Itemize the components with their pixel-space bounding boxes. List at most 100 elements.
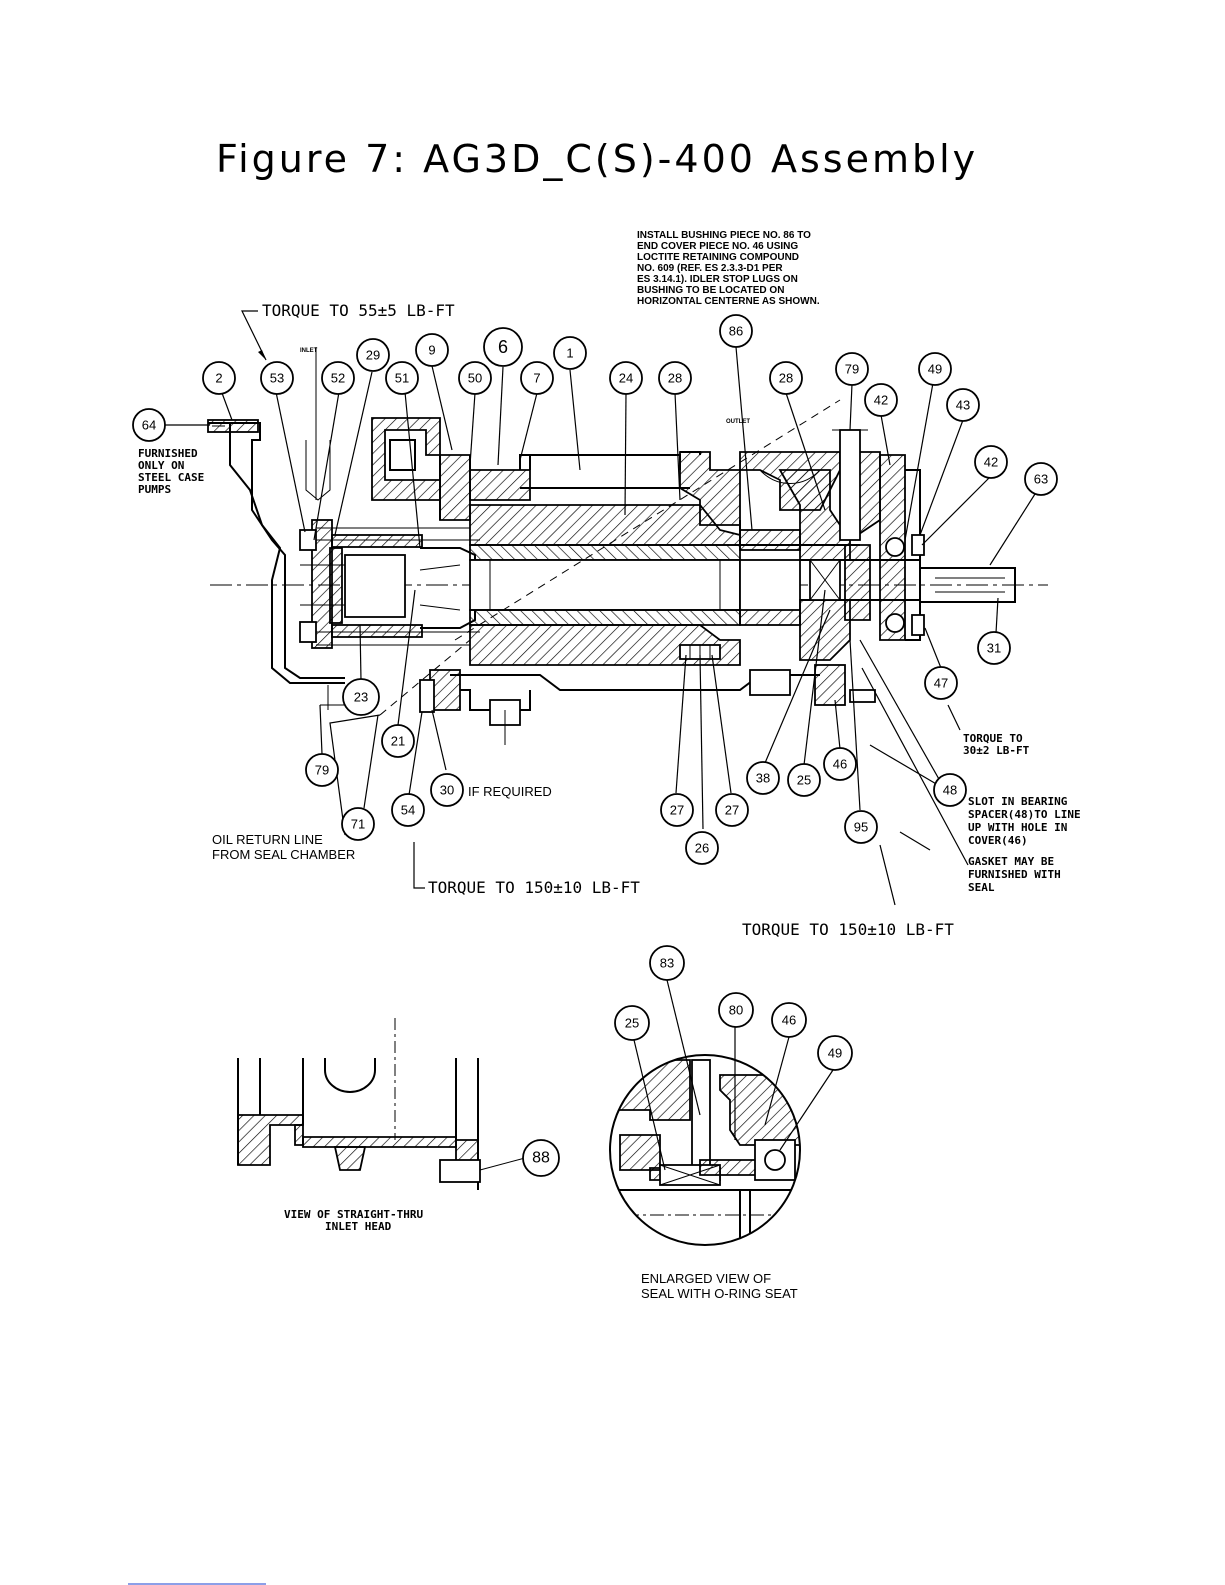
svg-text:46: 46 xyxy=(782,1013,796,1028)
balloon-50: 50 xyxy=(458,361,492,395)
svg-text:48: 48 xyxy=(943,783,957,798)
svg-text:38: 38 xyxy=(756,771,770,786)
balloon-64: 64 xyxy=(132,408,166,442)
svg-text:53: 53 xyxy=(270,371,284,386)
install-note-line-7: HORIZONTAL CENTERNE AS SHOWN. xyxy=(637,296,820,307)
balloon-79b: 79 xyxy=(305,753,339,787)
balloon-51: 51 xyxy=(385,361,419,395)
svg-text:25: 25 xyxy=(625,1016,639,1031)
slot-note: SLOT IN BEARING SPACER(48)TO LINE UP WIT… xyxy=(968,795,1087,847)
svg-text:42: 42 xyxy=(984,455,998,470)
svg-text:29: 29 xyxy=(366,348,380,363)
svg-text:23: 23 xyxy=(354,690,368,705)
svg-text:28: 28 xyxy=(779,371,793,386)
svg-text:50: 50 xyxy=(468,371,482,386)
balloon-42a: 42 xyxy=(864,383,898,417)
balloon-6: 6 xyxy=(483,327,523,367)
svg-text:7: 7 xyxy=(533,371,540,386)
torque-bottom-right-note: TORQUE TO 150±10 LB-FT xyxy=(742,920,954,939)
balloon-63: 63 xyxy=(1024,462,1058,496)
svg-text:51: 51 xyxy=(395,371,409,386)
svg-text:49: 49 xyxy=(828,1046,842,1061)
balloon-80: 80 xyxy=(718,992,754,1028)
balloon-27a: 27 xyxy=(660,793,694,827)
svg-text:86: 86 xyxy=(729,324,743,339)
svg-text:71: 71 xyxy=(351,817,365,832)
balloon-30: 30 xyxy=(430,773,464,807)
torque-right-note: TORQUE TO 30±2 LB-FT xyxy=(963,732,1030,757)
balloon-29: 29 xyxy=(356,338,390,372)
svg-text:1: 1 xyxy=(566,346,573,361)
svg-text:88: 88 xyxy=(532,1150,550,1167)
svg-text:46: 46 xyxy=(833,757,847,772)
balloon-46-seal: 46 xyxy=(771,1002,807,1038)
svg-text:52: 52 xyxy=(331,371,345,386)
balloon-49-seal: 49 xyxy=(817,1035,853,1071)
leader-lines xyxy=(163,346,1036,906)
balloon-83: 83 xyxy=(649,945,685,981)
inlet-view-caption: VIEW OF STRAIGHT-THRU INLET HEAD xyxy=(284,1208,430,1233)
balloon-42b: 42 xyxy=(974,445,1008,479)
svg-text:21: 21 xyxy=(391,734,405,749)
if-required-note: IF REQUIRED xyxy=(468,784,552,799)
svg-text:42: 42 xyxy=(874,393,888,408)
balloon-31: 31 xyxy=(977,631,1011,665)
balloon-28b: 28 xyxy=(769,361,803,395)
svg-text:79: 79 xyxy=(845,362,859,377)
svg-text:9: 9 xyxy=(428,343,435,358)
svg-text:27: 27 xyxy=(670,803,684,818)
svg-text:25: 25 xyxy=(797,773,811,788)
balloon-9: 9 xyxy=(415,333,449,367)
install-note-line-2: END COVER PIECE NO. 46 USING xyxy=(637,241,798,252)
svg-text:95: 95 xyxy=(854,820,868,835)
svg-text:64: 64 xyxy=(142,418,156,433)
svg-text:63: 63 xyxy=(1034,472,1048,487)
svg-text:79: 79 xyxy=(315,763,329,778)
svg-text:43: 43 xyxy=(956,398,970,413)
svg-text:80: 80 xyxy=(729,1003,743,1018)
balloon-53: 53 xyxy=(260,361,294,395)
balloon-25-seal: 25 xyxy=(614,1005,650,1041)
callout-balloons: 64 2 53 52 29 51 9 50 6 7 1 24 28 86 28 … xyxy=(132,314,1058,865)
balloon-88: 88 xyxy=(522,1139,560,1177)
balloon-43: 43 xyxy=(946,388,980,422)
balloon-46: 46 xyxy=(823,747,857,781)
figure-title: Figure 7: AG3D_C(S)-400 Assembly xyxy=(216,137,978,181)
svg-text:2: 2 xyxy=(215,371,222,386)
install-note-line-1: INSTALL BUSHING PIECE NO. 86 TO xyxy=(637,230,811,241)
install-note-line-5: ES 3.14.1). IDLER STOP LUGS ON xyxy=(637,274,798,285)
seal-enlarged-view: 83 25 80 46 49 xyxy=(609,945,853,1246)
install-note-line-6: BUSHING TO BE LOCATED ON xyxy=(637,285,784,296)
install-note-line-3: LOCTITE RETAINING COMPOUND xyxy=(637,252,799,263)
balloon-1: 1 xyxy=(553,336,587,370)
balloon-54: 54 xyxy=(391,793,425,827)
furnished-note: FURNISHED ONLY ON STEEL CASE PUMPS xyxy=(138,447,211,496)
svg-text:6: 6 xyxy=(498,337,508,357)
svg-text:83: 83 xyxy=(660,956,674,971)
balloon-26: 26 xyxy=(685,831,719,865)
main-assembly xyxy=(207,347,1048,745)
balloon-25: 25 xyxy=(787,763,821,797)
balloon-28a: 28 xyxy=(658,361,692,395)
balloon-21: 21 xyxy=(381,724,415,758)
install-bushing-note: INSTALL BUSHING PIECE NO. 86 TO END COVE… xyxy=(637,230,820,307)
balloon-27b: 27 xyxy=(715,793,749,827)
balloon-52: 52 xyxy=(321,361,355,395)
balloon-86: 86 xyxy=(719,314,753,348)
torque-bottom-left-note: TORQUE TO 150±10 LB-FT xyxy=(428,878,640,897)
svg-text:27: 27 xyxy=(725,803,739,818)
balloon-48: 48 xyxy=(933,773,967,807)
svg-text:49: 49 xyxy=(928,362,942,377)
svg-text:24: 24 xyxy=(619,371,633,386)
svg-text:47: 47 xyxy=(934,676,948,691)
torque-top-note: TORQUE TO 55±5 LB-FT xyxy=(262,301,455,320)
svg-text:28: 28 xyxy=(668,371,682,386)
balloon-7: 7 xyxy=(520,361,554,395)
oil-return-note: OIL RETURN LINE FROM SEAL CHAMBER xyxy=(212,832,355,862)
outlet-label: OUTLET xyxy=(726,419,750,425)
svg-text:30: 30 xyxy=(440,783,454,798)
balloon-47: 47 xyxy=(924,666,958,700)
balloon-95: 95 xyxy=(844,810,878,844)
gasket-note: GASKET MAY BE FURNISHED WITH SEAL xyxy=(968,855,1067,894)
